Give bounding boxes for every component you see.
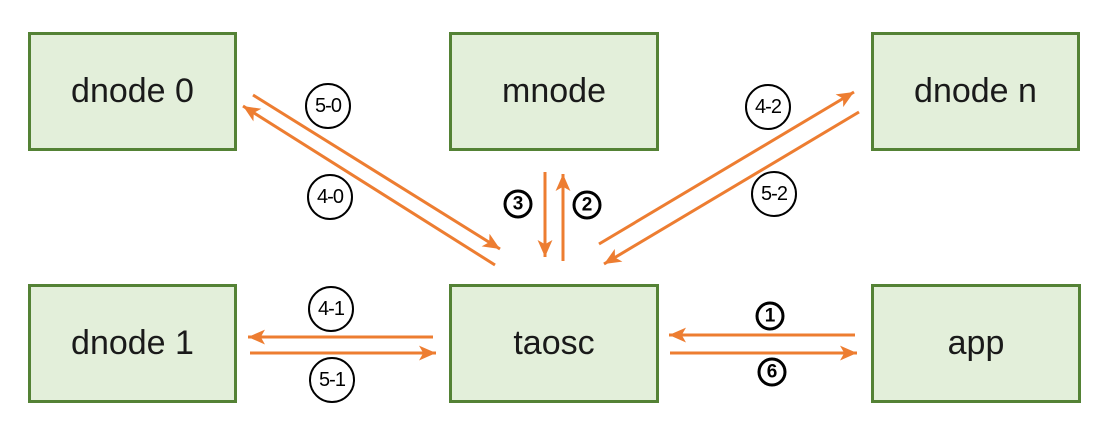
arrow-4-0	[242, 104, 496, 267]
edge-6-label: 6	[757, 357, 787, 387]
node-dnode-1: dnode 1	[28, 284, 237, 403]
node-app-label: app	[947, 324, 1005, 362]
edge-1-label: 1	[755, 301, 785, 331]
node-dnode-1-label: dnode 1	[71, 324, 194, 362]
edge-5-1-label: 5-1	[309, 357, 355, 403]
edge-5-0-label: 5-0	[305, 83, 351, 129]
arrow-5-0	[252, 93, 501, 251]
edge-4-0-label: 4-0	[307, 174, 353, 220]
node-taosc: taosc	[449, 284, 659, 403]
edge-2-label: 2	[572, 190, 602, 220]
arrow-5-2	[603, 110, 860, 266]
node-dnode-n: dnode n	[871, 32, 1080, 151]
node-dnode-0-label: dnode 0	[71, 72, 194, 110]
node-dnode-n-label: dnode n	[914, 72, 1037, 110]
node-mnode: mnode	[449, 32, 659, 151]
node-mnode-label: mnode	[502, 72, 606, 110]
node-app: app	[871, 284, 1081, 403]
arrow-4-2	[598, 90, 855, 246]
edge-4-2-label: 4-2	[745, 84, 791, 130]
edge-5-2-label: 5-2	[751, 171, 797, 217]
node-taosc-label: taosc	[513, 324, 595, 362]
edge-4-1-label: 4-1	[308, 286, 354, 332]
node-dnode-0: dnode 0	[28, 32, 237, 151]
edge-3-label: 3	[503, 189, 533, 219]
